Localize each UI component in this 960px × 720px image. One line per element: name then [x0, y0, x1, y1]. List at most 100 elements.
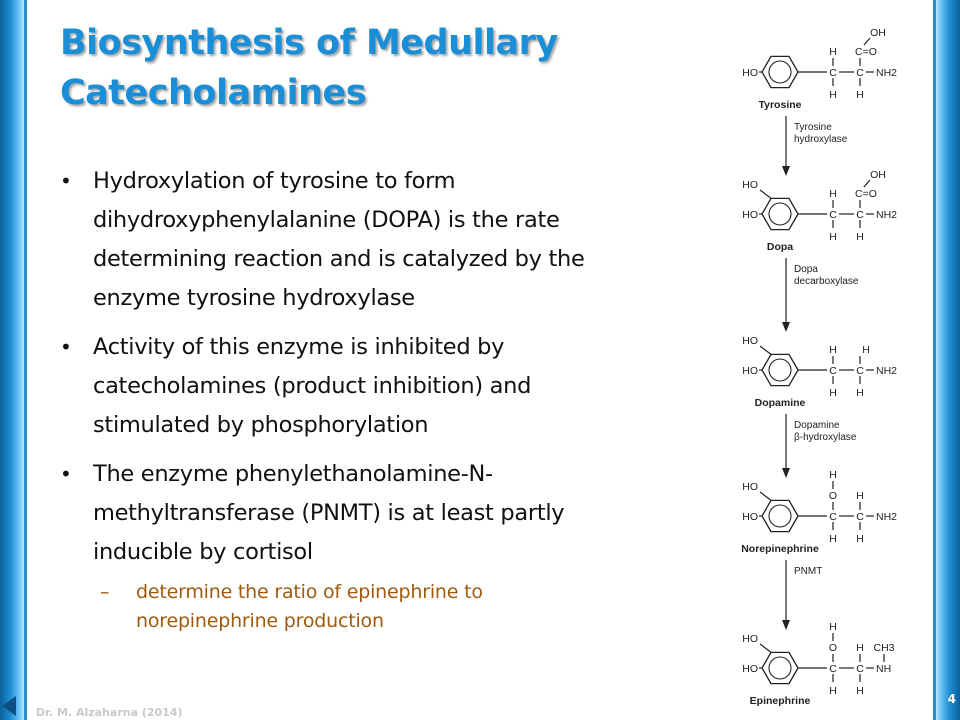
enzyme-label: Tyrosine: [794, 122, 832, 133]
bond-line: [759, 491, 772, 501]
hydroxyl-label: HO: [742, 179, 758, 191]
bond-line: [759, 189, 772, 199]
carbon-label: C: [856, 365, 864, 377]
enzyme-label: Dopamine: [794, 420, 840, 431]
carbon-label: C: [856, 209, 864, 221]
hydrogen-label: H: [829, 231, 837, 243]
bullet-list: • Hydroxylation of tyrosine to form dihy…: [58, 162, 678, 636]
hydroxyl-label: HO: [742, 209, 758, 221]
carbon-label: C: [829, 663, 837, 675]
bullet-line: dihydroxyphenylalanine (DOPA) is the rat…: [93, 207, 560, 233]
hydrogen-label: H: [829, 533, 837, 545]
title-line: Biosynthesis of Medullary: [60, 23, 558, 63]
bullet-item: • Hydroxylation of tyrosine to form dihy…: [58, 162, 678, 318]
bond-line: [863, 37, 871, 46]
hydrogen-label: H: [856, 685, 864, 697]
bullet-line: enzyme tyrosine hydroxylase: [93, 285, 415, 311]
hydroxyl-label: HO: [742, 67, 758, 79]
hydrogen-label: H: [829, 344, 837, 356]
hydrogen-label: H: [856, 642, 864, 654]
oxygen-label: O: [829, 642, 837, 654]
right-edge-bar: [936, 0, 960, 720]
bullet-glyph: •: [60, 335, 72, 359]
bullet-line: Activity of this enzyme is inhibited by: [93, 334, 505, 360]
bond-line: [759, 643, 772, 653]
carbon-label: C: [856, 663, 864, 675]
carbon-label: C: [829, 365, 837, 377]
left-edge-bar: [0, 0, 24, 720]
previous-slide-arrow-icon[interactable]: [2, 696, 16, 716]
amine-label: NH2: [876, 511, 897, 523]
page-number: 4: [947, 692, 956, 706]
bullet-line: stimulated by phosphorylation: [93, 412, 429, 438]
enzyme-label: decarboxylase: [794, 276, 859, 287]
hydrogen-label: H: [856, 387, 864, 399]
carbonyl-label: C=O: [855, 46, 877, 58]
molecule-name: Epinephrine: [750, 695, 811, 707]
enzyme-label: PNMT: [794, 566, 822, 577]
hydroxyl-label: HO: [742, 335, 758, 347]
hydroxyl-label: HO: [742, 633, 758, 645]
molecule-name: Tyrosine: [759, 99, 802, 111]
hydrogen-label: H: [829, 387, 837, 399]
hydrogen-label: H: [829, 188, 837, 200]
title-line: Catecholamines: [60, 73, 367, 113]
molecule-name: Dopa: [767, 241, 793, 253]
aromatic-ring-circle: [768, 60, 792, 84]
bullet-line: catecholamines (product inhibition) and: [93, 373, 532, 399]
reaction-arrow-head: [782, 166, 790, 176]
hydrogen-label: H: [829, 89, 837, 101]
slide-title: Biosynthesis of Medullary Catecholamines: [60, 18, 700, 118]
molecule-name: Dopamine: [755, 397, 806, 409]
reaction-arrow-head: [782, 468, 790, 478]
hydroxyl-label: HO: [742, 663, 758, 675]
reaction-arrow-head: [782, 620, 790, 630]
hydrogen-label: H: [856, 490, 864, 502]
sub-bullet-line: norepinephrine production: [136, 610, 384, 632]
carbonyl-label: H: [862, 344, 870, 356]
bullet-line: inducible by cortisol: [93, 539, 313, 565]
carbon-label: C: [829, 511, 837, 523]
right-edge-line: [933, 0, 936, 720]
hydrogen-label: H: [856, 231, 864, 243]
bullet-line: The enzyme phenylethanolamine-N-: [93, 461, 493, 487]
aromatic-ring-circle: [768, 202, 792, 226]
bond-line: [863, 179, 871, 188]
enzyme-label: Dopa: [794, 264, 818, 275]
footer-author: Dr. M. Alzaharna (2014): [36, 706, 183, 719]
hydroxyl-label: OH: [870, 169, 886, 181]
sub-bullet-line: determine the ratio of epinephrine to: [136, 581, 483, 603]
left-edge-line: [24, 0, 27, 720]
hydroxyl-label: HO: [742, 365, 758, 377]
aromatic-ring-circle: [768, 358, 792, 382]
methyl-label: CH3: [873, 642, 894, 654]
hydroxyl-label: HO: [742, 511, 758, 523]
reaction-arrow-head: [782, 322, 790, 332]
bullet-glyph: •: [60, 462, 72, 486]
enzyme-label: hydroxylase: [794, 134, 848, 145]
carbon-label: C: [829, 67, 837, 79]
carbon-label: C: [856, 511, 864, 523]
molecule-name: Norepinephrine: [741, 543, 819, 555]
hydrogen-label: H: [829, 46, 837, 58]
hydrogen-label: H: [829, 469, 837, 481]
bullet-item: • Activity of this enzyme is inhibited b…: [58, 328, 678, 445]
amine-label: NH2: [876, 365, 897, 377]
aromatic-ring-circle: [768, 656, 792, 680]
oxygen-label: O: [829, 490, 837, 502]
bullet-line: determining reaction and is catalyzed by…: [93, 246, 585, 272]
amine-label: NH2: [876, 67, 897, 79]
hydroxyl-label: OH: [870, 27, 886, 39]
hydrogen-label: H: [856, 533, 864, 545]
carbon-label: C: [829, 209, 837, 221]
amine-label: NH: [876, 663, 891, 675]
bullet-line: Hydroxylation of tyrosine to form: [93, 168, 456, 194]
aromatic-ring-circle: [768, 504, 792, 528]
hydrogen-label: H: [829, 621, 837, 633]
bullet-item: • The enzyme phenylethanolamine-N- methy…: [58, 455, 678, 572]
bond-line: [759, 345, 772, 355]
bullet-line: methyltransferase (PNMT) is at least par…: [93, 500, 565, 526]
carbon-label: C: [856, 67, 864, 79]
amine-label: NH2: [876, 209, 897, 221]
